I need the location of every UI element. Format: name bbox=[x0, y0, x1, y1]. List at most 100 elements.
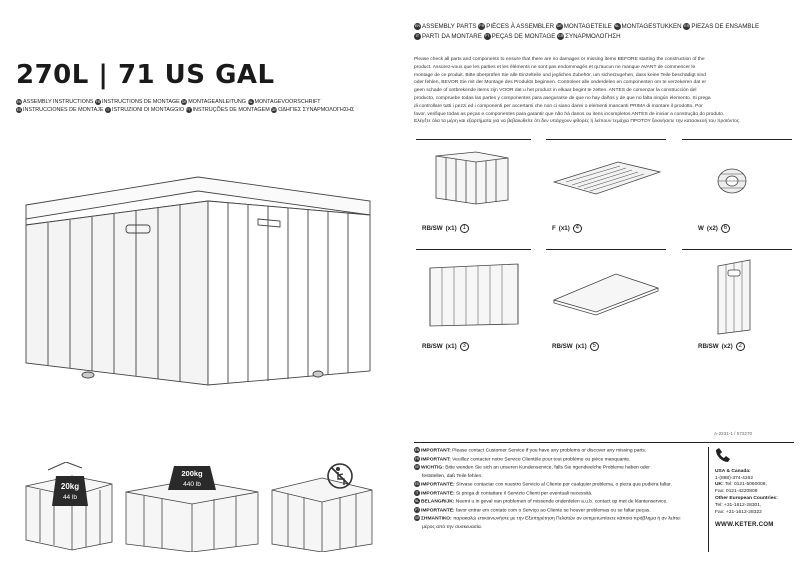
language-flag-icon: IT bbox=[104, 106, 111, 113]
parts-grid: RB/SW(x1)1 F(x1)4 W(x2)6 bbox=[416, 139, 792, 372]
no-sitting-icon bbox=[327, 463, 353, 489]
part-qty: (x1) bbox=[445, 343, 457, 350]
part-qty: (x1) bbox=[575, 343, 587, 350]
part-number: 5 bbox=[589, 342, 599, 351]
important-label: IMPORTANT: bbox=[421, 448, 453, 454]
part-code: RB/SW bbox=[422, 343, 443, 350]
other-title: Other European Countries: bbox=[715, 495, 778, 501]
important-label: WICHTIG: bbox=[421, 465, 446, 471]
language-flag-icon: NL bbox=[414, 498, 420, 505]
usage-thumbnails: 20kg 44 lb 200kg 440 lb bbox=[25, 462, 373, 552]
parts-header-label: PIÈCES À ASSEMBLER bbox=[486, 23, 555, 30]
weight-large-lb: 440 lb bbox=[183, 481, 201, 488]
part-cell-1: RB/SW(x1)1 bbox=[416, 139, 531, 249]
language-flag-icon: FR bbox=[478, 22, 486, 30]
usa-phone: 1-(888)-374-4262 bbox=[715, 475, 754, 481]
weight-badge-small: 20kg 44 lb bbox=[52, 476, 88, 506]
language-flag-icon: ES bbox=[414, 481, 420, 488]
language-flag-icon: GR bbox=[557, 32, 565, 40]
part-label-6: W(x2)6 bbox=[698, 224, 730, 233]
language-flag-icon: ES bbox=[683, 22, 691, 30]
important-text: Please contact Customer Service if you h… bbox=[452, 448, 647, 454]
weight-small-kg: 20kg bbox=[61, 482, 79, 491]
language-flag-icon: EN bbox=[414, 447, 420, 453]
instr-label: ΟΔΗΓΙΕΣ ΣΥΝΑΡΜΟΛΟΓΗΣΗΣ bbox=[278, 107, 355, 113]
uk-tel: Tel: 0121-5060008, bbox=[724, 482, 767, 488]
important-row: feststellen, daß Teile fehlen. bbox=[414, 473, 702, 481]
part-number: 4 bbox=[572, 224, 582, 233]
part-label-3: RB/SW(x1)3 bbox=[422, 342, 469, 351]
part-code: RB/SW bbox=[552, 343, 573, 350]
language-flag-icon: DE bbox=[414, 464, 420, 471]
part-cell-4: F(x1)4 bbox=[546, 139, 666, 249]
parts-header-label: MONTAGESTUKKEN bbox=[621, 23, 682, 30]
weight-badge-large: 200kg 440 lb bbox=[168, 466, 216, 490]
part-image-4 bbox=[552, 161, 662, 195]
important-text: Bitte wenden Sie sich an unseren Kundens… bbox=[445, 465, 650, 471]
important-label: IMPORTANTE: bbox=[421, 482, 456, 488]
instr-label: INSTRUCTIONS DE MONTAGE bbox=[102, 99, 180, 105]
instr-label: INSTRUÇÕES DE MONTAGEM bbox=[192, 107, 270, 113]
part-code: W bbox=[698, 225, 704, 232]
language-flag-icon: IT bbox=[414, 32, 421, 40]
notice-line: di controllare tutti i pezzi ed i compon… bbox=[414, 103, 703, 109]
notice-line: oder fehlen, BEVOR Sie mit der Montage d… bbox=[414, 80, 706, 86]
contact-info: USA & Canada: 1-(888)-374-4262 UK: Tel: … bbox=[708, 447, 794, 552]
parts-header-label: MONTAGETEILE bbox=[563, 23, 612, 30]
website-link[interactable]: WWW.KETER.COM bbox=[715, 521, 774, 529]
language-flag-icon: PT bbox=[185, 106, 192, 113]
notice-line: Please check all parts and components to… bbox=[414, 57, 705, 62]
part-cell-6: W(x2)6 bbox=[682, 139, 792, 249]
important-label: ΣΗΜΑΝΤΙΚΟ: bbox=[421, 516, 454, 522]
important-text: Si prega di contattare il Servizio Clien… bbox=[455, 490, 593, 496]
part-code: RB/SW bbox=[422, 225, 443, 232]
language-flag-icon: PT bbox=[483, 32, 491, 40]
language-flag-icon: PT bbox=[414, 506, 420, 513]
part-number: 2 bbox=[735, 342, 745, 351]
important-label: IMPORTANT: bbox=[421, 456, 453, 462]
important-label: IMPORTANTE: bbox=[421, 508, 456, 514]
important-text: Sírvase contactar con nuestro Servicio a… bbox=[455, 482, 672, 488]
important-text: Veuillez contacter notre Service Clientè… bbox=[452, 456, 631, 462]
part-image-2 bbox=[717, 259, 751, 335]
uk-fax: Fax: 0121-4220808 bbox=[715, 489, 758, 495]
weight-large-kg: 200kg bbox=[181, 469, 203, 478]
part-label-5: RB/SW(x1)5 bbox=[552, 342, 599, 351]
important-text: παρακαλώ επικοινωνήστε με την Εξυπηρέτησ… bbox=[453, 516, 681, 522]
notice-line: Ελέγξτε όλα τα μέρη και εξαρτήματα για ν… bbox=[414, 119, 741, 125]
language-flag-icon: ES bbox=[16, 106, 22, 113]
part-label-4: F(x1)4 bbox=[552, 224, 582, 233]
notice-line: product. Assurez-vous que les parties et… bbox=[414, 64, 696, 70]
product-title: 270L | 71 US GAL bbox=[16, 60, 275, 90]
language-flag-icon: NL bbox=[613, 22, 621, 30]
part-image-6 bbox=[717, 168, 747, 194]
part-qty: (x1) bbox=[445, 225, 457, 232]
parts-header-label: PEÇAS DE MONTAGE bbox=[491, 33, 556, 40]
part-number: 6 bbox=[720, 224, 730, 233]
language-flag-icon: FR bbox=[95, 98, 101, 105]
parts-header-label: PARTI DA MONTARE bbox=[422, 33, 482, 40]
language-flag-icon: DE bbox=[181, 98, 188, 105]
important-row: μέρος από την συσκευασία. bbox=[414, 524, 702, 532]
notice-line: geen schade of ontbrekende items zijn VO… bbox=[414, 88, 697, 94]
part-cell-3: RB/SW(x1)3 bbox=[416, 249, 531, 372]
other-tel: Tel: +31-1612-28301, bbox=[715, 502, 762, 508]
storage-box-illustration bbox=[25, 176, 371, 386]
usa-title: USA & Canada: bbox=[715, 468, 751, 474]
part-number: 3 bbox=[459, 342, 469, 351]
language-flag-icon: NL bbox=[247, 98, 254, 105]
part-code: F bbox=[552, 225, 556, 232]
part-cell-2: RB/SW(x2)2 bbox=[682, 249, 792, 372]
instr-label: MONTAGEVOORSCHRIFT bbox=[254, 99, 321, 105]
language-flag-icon: EN bbox=[16, 98, 22, 105]
